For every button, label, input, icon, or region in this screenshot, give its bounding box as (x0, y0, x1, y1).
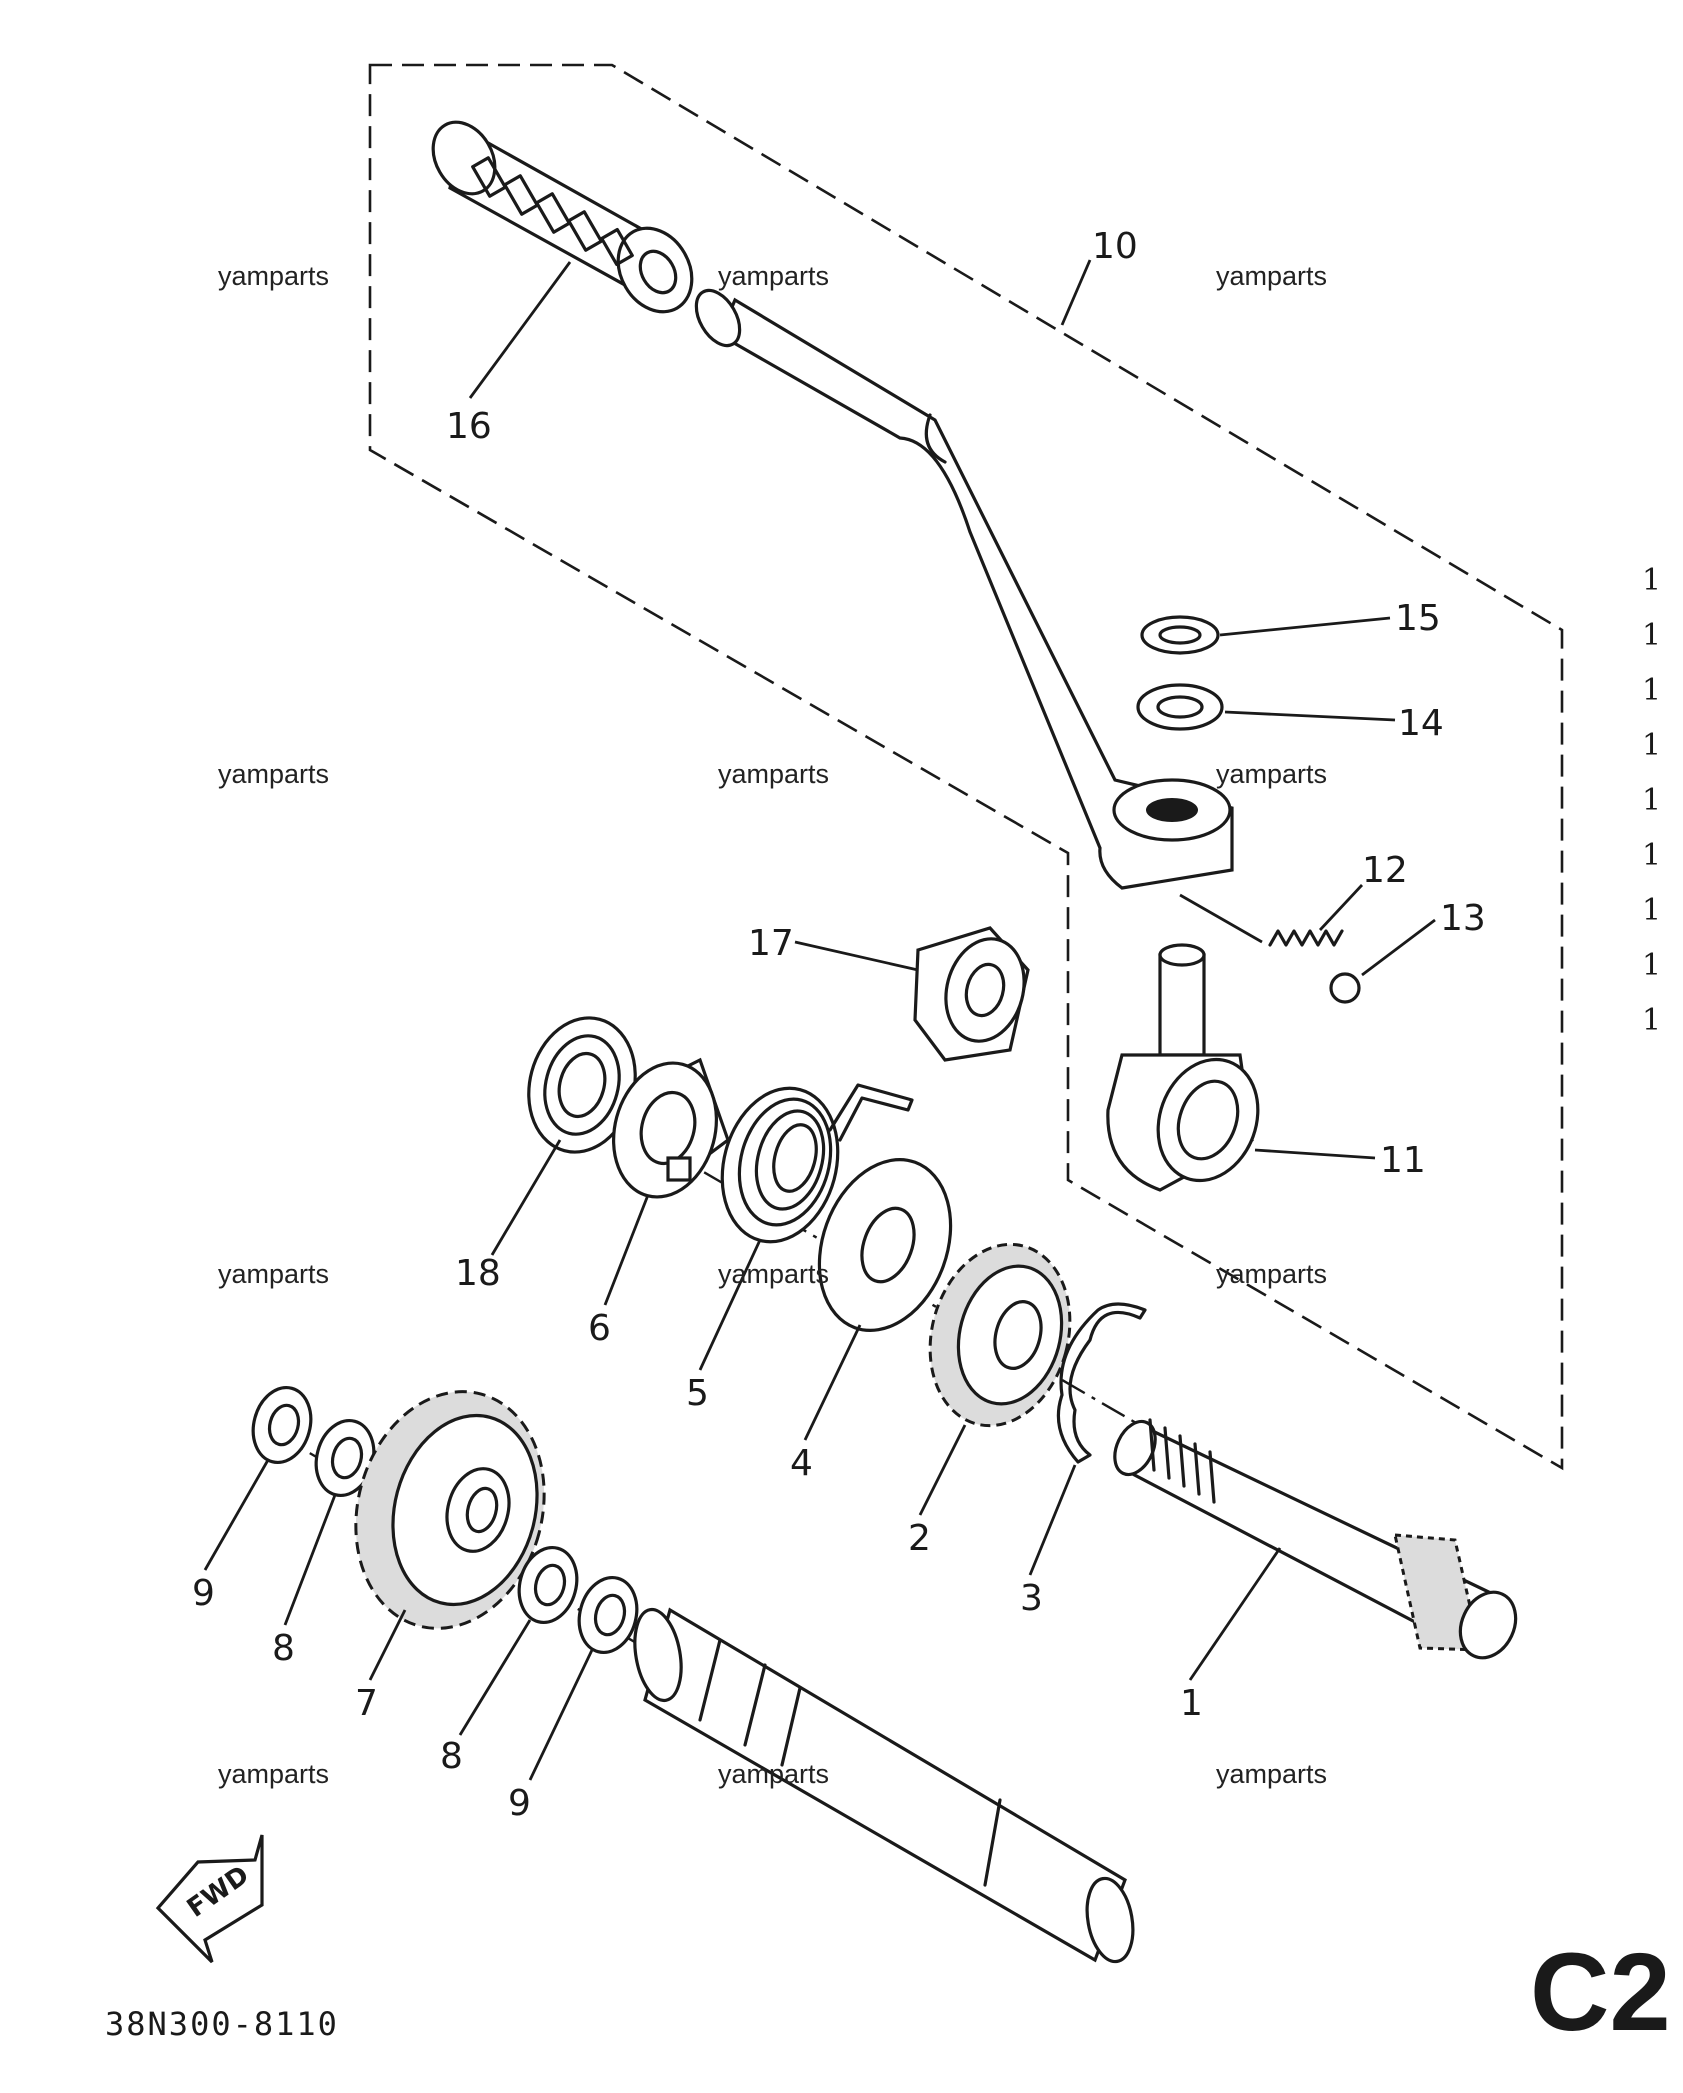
part-8-washer-left[interactable] (308, 1414, 382, 1502)
watermark: yamparts (718, 261, 829, 291)
side-mark: 1 (1642, 618, 1661, 653)
callout-3: 3 (1020, 1578, 1043, 1619)
callout-17: 17 (748, 923, 794, 964)
part-17-nut[interactable] (913, 926, 1035, 1062)
leader-18 (490, 1139, 562, 1256)
watermark: yamparts (1216, 261, 1327, 291)
diagram-code: 38N300-8110 (105, 2005, 339, 2043)
callout-9-right: 9 (508, 1783, 531, 1824)
fwd-arrow-icon: FWD (155, 1834, 264, 1964)
part-6-spring-guide[interactable] (599, 1051, 731, 1208)
part-5-torsion-spring[interactable] (706, 1075, 914, 1255)
side-mark: 1 (1642, 563, 1661, 598)
leader-8b (458, 1619, 532, 1736)
part-11-kick-boss[interactable] (1106, 943, 1274, 1195)
callout-9-left: 9 (192, 1573, 215, 1614)
leader-15 (1219, 616, 1391, 637)
callout-13: 13 (1440, 898, 1486, 939)
side-mark: 1 (1642, 948, 1661, 983)
leader-12 (1179, 893, 1263, 944)
callout-4: 4 (790, 1443, 813, 1484)
leader-13 (1361, 918, 1436, 977)
leader-14 (1224, 710, 1396, 722)
callout-16: 16 (446, 406, 492, 447)
side-mark: 1 (1642, 1003, 1661, 1038)
watermark: yamparts (718, 1259, 829, 1289)
leader-9a (203, 1459, 270, 1571)
callout-8-left: 8 (272, 1628, 295, 1669)
part-4-washer[interactable] (797, 1141, 974, 1349)
leader-6 (603, 1194, 650, 1306)
watermark: yamparts (1216, 759, 1327, 789)
side-mark: 1 (1642, 838, 1661, 873)
main-shaft (633, 1607, 1135, 1964)
side-mark: 1 (1642, 673, 1661, 708)
part-16-grip[interactable] (421, 111, 707, 325)
leader-16 (468, 261, 572, 399)
watermark: yamparts (218, 1259, 329, 1289)
part-15-lock-washer[interactable] (1140, 615, 1220, 655)
part-12-spring[interactable] (1268, 929, 1344, 947)
part-2-kick-gear[interactable] (911, 1229, 1090, 1442)
part-9-circlip-right[interactable] (571, 1571, 645, 1659)
side-mark: 1 (1642, 893, 1661, 928)
kick-lever-group-boundary (368, 63, 1564, 1471)
side-mark: 1 (1642, 783, 1661, 818)
callout-1: 1 (1180, 1683, 1203, 1724)
watermark: yamparts (718, 1759, 829, 1789)
callout-11: 11 (1380, 1140, 1426, 1181)
watermark: yamparts (218, 261, 329, 291)
watermark: yamparts (1216, 1759, 1327, 1789)
part-13-ball[interactable] (1329, 972, 1361, 1004)
leader-17 (794, 940, 919, 972)
part-8-washer-right[interactable] (511, 1541, 585, 1629)
part-10-kick-crank[interactable] (687, 283, 1234, 890)
leader-3 (1028, 1464, 1077, 1576)
leader-4 (803, 1324, 862, 1441)
leader-12b (1318, 884, 1364, 931)
watermark: yamparts (718, 759, 829, 789)
leader-5 (698, 1239, 762, 1371)
leader-9b (528, 1649, 594, 1781)
callout-15: 15 (1395, 598, 1441, 639)
callout-6: 6 (588, 1308, 611, 1349)
callout-8-right: 8 (440, 1736, 463, 1777)
leader-7 (368, 1609, 407, 1681)
callout-12: 12 (1362, 850, 1408, 891)
part-14-washer[interactable] (1136, 683, 1224, 731)
page-id: C2 (1530, 1931, 1671, 2054)
leader-11 (1254, 1148, 1376, 1160)
callout-7: 7 (355, 1683, 378, 1724)
part-1-kick-axle[interactable] (1107, 1415, 1526, 1667)
callout-18: 18 (455, 1253, 501, 1294)
side-mark: 1 (1642, 728, 1661, 763)
callout-14: 14 (1398, 703, 1444, 744)
leader-8a (283, 1494, 337, 1626)
watermark: yamparts (1216, 1259, 1327, 1289)
part-7-idler-gear[interactable] (330, 1370, 570, 1649)
watermark: yamparts (218, 1759, 329, 1789)
callout-10: 10 (1092, 226, 1138, 267)
part-3-clip[interactable] (1056, 1302, 1147, 1464)
callout-2: 2 (908, 1518, 931, 1559)
part-9-circlip-left[interactable] (245, 1381, 319, 1469)
watermark: yamparts (218, 759, 329, 789)
leader-2 (918, 1424, 967, 1516)
leader-10 (1060, 259, 1092, 326)
leader-1 (1188, 1547, 1282, 1681)
callout-5: 5 (686, 1373, 709, 1414)
